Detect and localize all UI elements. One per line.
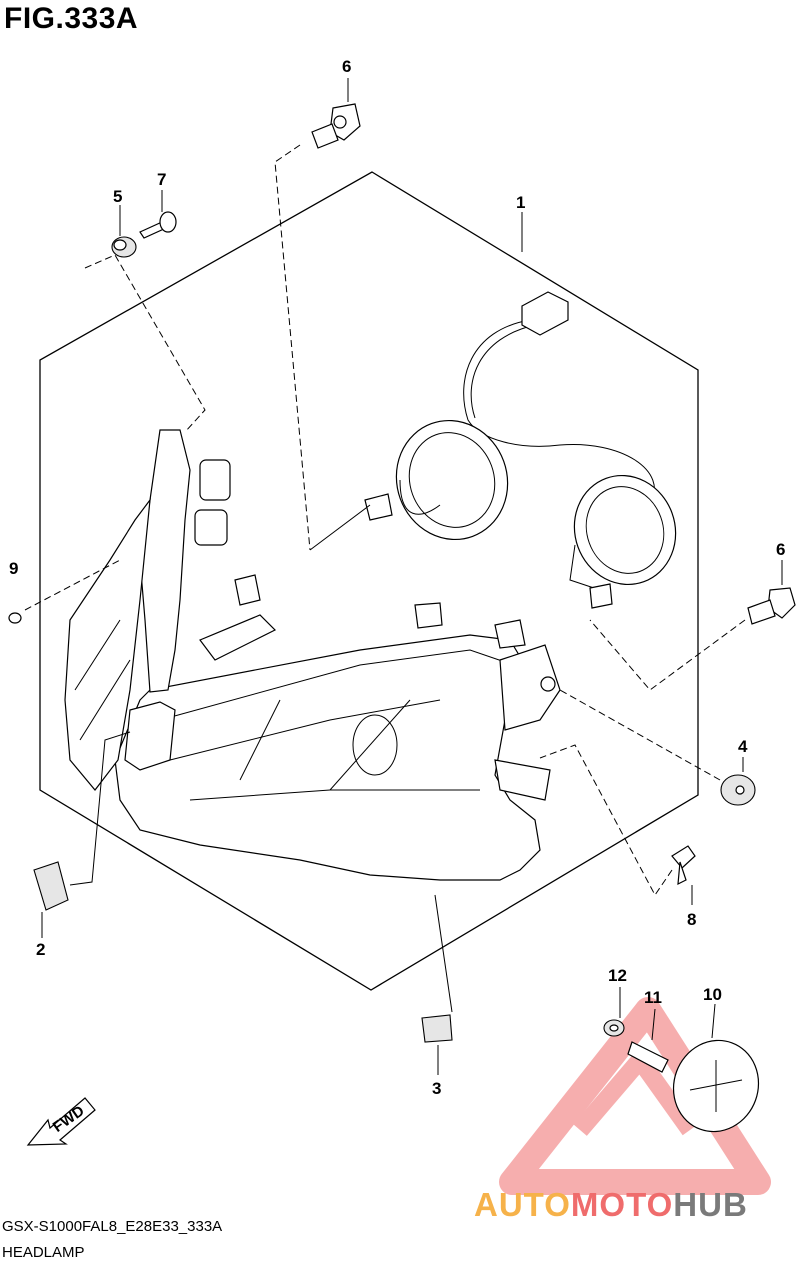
callout-1: 1 (516, 193, 525, 212)
callout-12: 12 (608, 966, 627, 985)
bulb-top (311, 103, 361, 149)
pin-part-11 (627, 1041, 669, 1073)
clip-part-8 (671, 845, 696, 886)
callout-9: 9 (9, 559, 18, 578)
callout-3: 3 (432, 1079, 441, 1098)
pad-part-2 (33, 861, 69, 911)
callout-4: 4 (738, 737, 748, 756)
watermark-part-2: MOTO (570, 1186, 674, 1223)
fwd-arrow: FWD (26, 1097, 96, 1146)
leader-lines (24, 78, 783, 1075)
watermark-text: AUTOMOTOHUB (474, 1186, 748, 1224)
model-code: GSX-S1000FAL8_E28E33_333A (2, 1218, 223, 1235)
cap-part-9 (8, 612, 22, 624)
bulb-right (747, 587, 796, 625)
washer-part-12 (603, 1019, 625, 1037)
callout-7: 7 (157, 170, 166, 189)
headlamp-housing (64, 429, 561, 881)
part-name: HEADLAMP (2, 1244, 85, 1261)
figure-title: FIG.333A (4, 2, 139, 35)
callout-5: 5 (113, 187, 122, 206)
callout-6-top: 6 (342, 57, 351, 76)
cap-part-10 (672, 1039, 760, 1133)
callout-6-right: 6 (776, 540, 785, 559)
watermark-part-1: AUTO (474, 1186, 571, 1223)
callout-11: 11 (644, 988, 662, 1007)
assembly-outline (39, 171, 699, 991)
watermark-part-3: HUB (673, 1186, 748, 1223)
grommet-part-4 (720, 774, 756, 806)
callout-10: 10 (703, 985, 722, 1004)
grommet-part-5 (111, 236, 137, 258)
screw-part-7 (139, 211, 177, 239)
pad-part-3 (421, 1014, 453, 1043)
callout-2: 2 (36, 940, 45, 959)
wiring-harness (364, 291, 677, 609)
callout-8: 8 (687, 910, 696, 929)
